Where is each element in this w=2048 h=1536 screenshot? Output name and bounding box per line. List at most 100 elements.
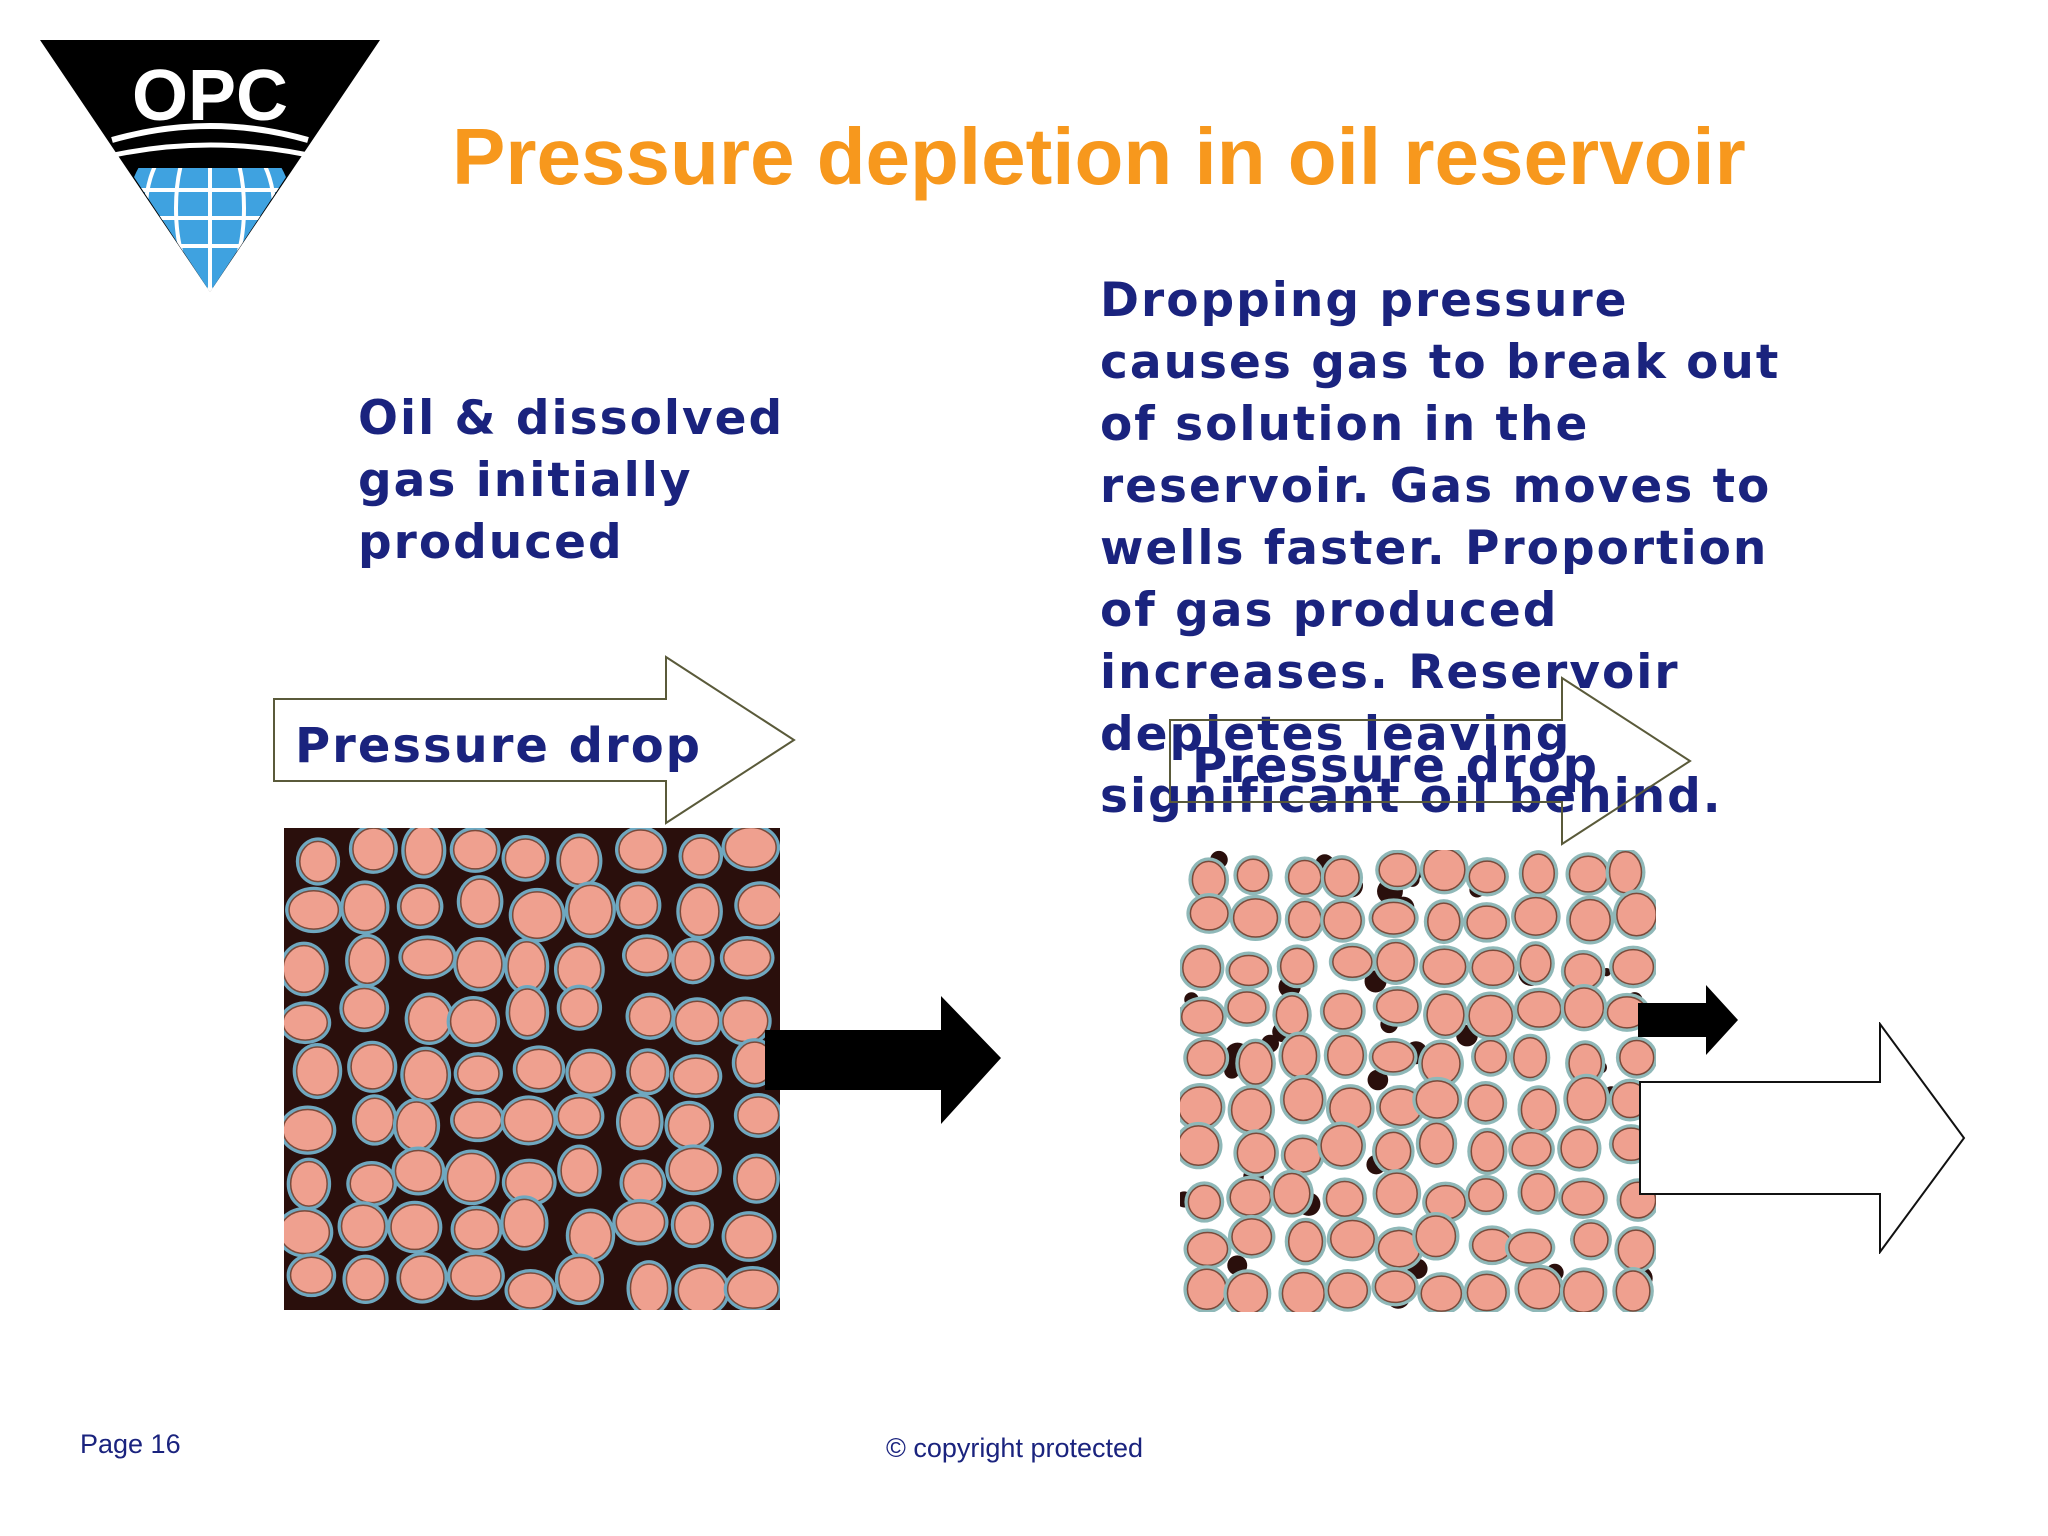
grain bbox=[1232, 898, 1279, 938]
right-rock-texture bbox=[1180, 850, 1656, 1312]
grain bbox=[1415, 1215, 1457, 1258]
grain bbox=[1563, 1270, 1605, 1312]
grain bbox=[1279, 947, 1315, 986]
grain bbox=[628, 995, 672, 1037]
gas-flow-arrow bbox=[1639, 1022, 1966, 1254]
grain bbox=[508, 988, 546, 1037]
grain bbox=[450, 1254, 502, 1298]
grain bbox=[1281, 1034, 1318, 1078]
grain bbox=[681, 837, 720, 876]
right-pressure-drop-label: Pressure drop bbox=[1192, 738, 1600, 794]
grain bbox=[288, 889, 340, 930]
grain bbox=[1287, 1220, 1324, 1263]
grain bbox=[668, 1147, 719, 1192]
logo-text: OPC bbox=[132, 56, 288, 136]
grain bbox=[1513, 1037, 1548, 1079]
grain bbox=[453, 1208, 500, 1250]
grain bbox=[1420, 1275, 1463, 1312]
grain bbox=[558, 1256, 601, 1302]
grain bbox=[1511, 1131, 1552, 1167]
grain bbox=[1426, 993, 1465, 1036]
grain bbox=[625, 937, 669, 974]
grain bbox=[569, 1211, 612, 1260]
grain bbox=[1378, 852, 1417, 888]
grain bbox=[737, 884, 780, 927]
grain bbox=[515, 1048, 563, 1090]
grain bbox=[1517, 1267, 1561, 1310]
grain bbox=[456, 940, 503, 989]
right-description: Dropping pressure causes gas to break ou… bbox=[1100, 273, 1781, 824]
grain bbox=[559, 987, 599, 1028]
grain bbox=[675, 1000, 720, 1042]
grain bbox=[677, 1267, 727, 1310]
grain bbox=[504, 838, 547, 879]
grain bbox=[1236, 858, 1270, 893]
grain bbox=[1275, 995, 1309, 1035]
grain bbox=[459, 878, 501, 925]
grain bbox=[1468, 994, 1513, 1037]
grain bbox=[1520, 1172, 1556, 1212]
grain bbox=[503, 1198, 546, 1248]
grain bbox=[629, 1051, 667, 1093]
grain bbox=[1230, 1088, 1272, 1132]
grain bbox=[1287, 859, 1322, 895]
grain bbox=[1517, 990, 1562, 1028]
grain bbox=[1376, 941, 1415, 982]
grain bbox=[1191, 860, 1226, 899]
grain bbox=[348, 937, 387, 985]
grain bbox=[737, 1096, 780, 1135]
grain bbox=[507, 941, 547, 992]
left-description: Oil & dissolved gas initially produced bbox=[358, 391, 785, 570]
grain bbox=[1180, 1125, 1220, 1167]
grain bbox=[615, 1202, 666, 1243]
grain bbox=[355, 1097, 395, 1143]
oil-blob bbox=[1367, 1069, 1389, 1091]
grain bbox=[1371, 901, 1416, 935]
grain bbox=[674, 940, 712, 982]
grain bbox=[1231, 1218, 1273, 1256]
grain bbox=[1466, 905, 1508, 940]
grain bbox=[568, 1051, 613, 1094]
grain bbox=[1371, 1041, 1415, 1073]
grain bbox=[299, 840, 337, 883]
grain bbox=[503, 1098, 554, 1143]
grain bbox=[1325, 1180, 1364, 1217]
grain bbox=[1466, 1273, 1507, 1312]
grain bbox=[1619, 1039, 1655, 1076]
grain bbox=[401, 938, 454, 976]
grain bbox=[1468, 1178, 1505, 1213]
grain bbox=[618, 829, 664, 871]
grain bbox=[1186, 1231, 1229, 1267]
grain bbox=[1189, 896, 1229, 931]
grain bbox=[390, 1204, 440, 1251]
grain bbox=[1180, 999, 1224, 1034]
grain bbox=[1228, 954, 1269, 987]
grain bbox=[1573, 1222, 1609, 1258]
grain bbox=[394, 1149, 443, 1193]
left-rock-texture bbox=[284, 828, 780, 1310]
grain bbox=[456, 1055, 500, 1092]
grain bbox=[679, 886, 720, 937]
grain bbox=[399, 1255, 445, 1301]
grain bbox=[284, 1108, 334, 1152]
grain bbox=[629, 1263, 669, 1310]
grain bbox=[349, 1164, 394, 1204]
grain bbox=[1332, 945, 1373, 978]
grain bbox=[340, 1204, 386, 1248]
grain bbox=[1186, 1039, 1226, 1077]
grain bbox=[1180, 1086, 1223, 1129]
grain bbox=[1467, 1084, 1505, 1122]
grain bbox=[396, 1101, 437, 1150]
grain bbox=[1519, 944, 1552, 983]
grain bbox=[407, 995, 451, 1042]
grain bbox=[1423, 850, 1466, 892]
grain bbox=[453, 1101, 503, 1139]
grain bbox=[1375, 1131, 1412, 1172]
left-pressure-drop-arrow bbox=[273, 655, 796, 825]
grain bbox=[1288, 900, 1322, 939]
grain bbox=[403, 1049, 448, 1100]
grain bbox=[1616, 892, 1656, 937]
grain bbox=[1561, 1180, 1605, 1216]
grain bbox=[1608, 850, 1643, 894]
grain bbox=[672, 1057, 720, 1095]
